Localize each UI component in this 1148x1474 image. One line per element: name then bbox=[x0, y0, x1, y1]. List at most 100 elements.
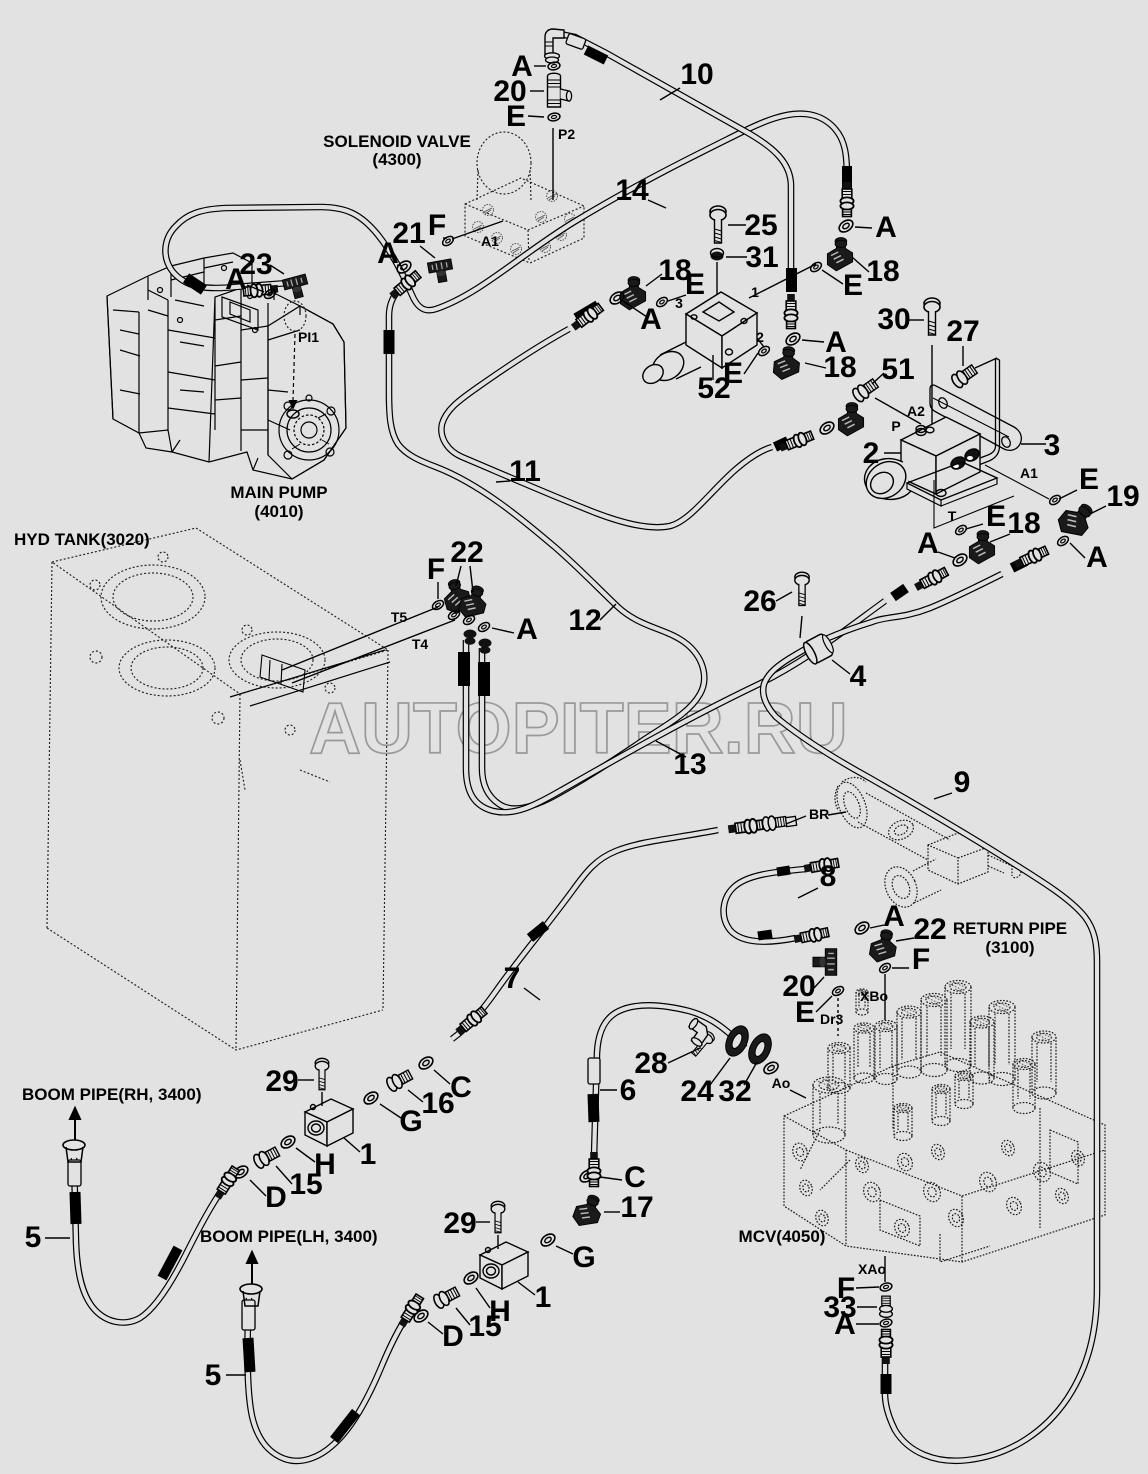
svg-text:18: 18 bbox=[823, 351, 856, 384]
svg-text:XAo: XAo bbox=[858, 1261, 886, 1277]
svg-text:52: 52 bbox=[697, 372, 730, 405]
svg-text:MCV(4050): MCV(4050) bbox=[739, 1227, 826, 1246]
svg-text:E: E bbox=[1079, 463, 1099, 496]
svg-text:5: 5 bbox=[25, 1221, 42, 1254]
svg-text:E: E bbox=[685, 268, 705, 301]
svg-text:E: E bbox=[986, 500, 1006, 533]
svg-text:20: 20 bbox=[493, 75, 526, 108]
svg-text:E: E bbox=[795, 996, 815, 1029]
svg-text:C: C bbox=[624, 1161, 646, 1194]
svg-text:11: 11 bbox=[509, 455, 541, 488]
svg-text:PI1: PI1 bbox=[298, 329, 319, 345]
svg-text:27: 27 bbox=[946, 315, 979, 348]
svg-text:2: 2 bbox=[863, 437, 880, 470]
svg-text:15: 15 bbox=[468, 1310, 501, 1343]
svg-text:1: 1 bbox=[360, 1138, 377, 1171]
svg-text:28: 28 bbox=[634, 1047, 667, 1080]
svg-text:A: A bbox=[225, 263, 247, 296]
svg-text:A2: A2 bbox=[907, 403, 925, 419]
svg-text:7: 7 bbox=[504, 962, 521, 995]
svg-text:A: A bbox=[640, 303, 662, 336]
svg-text:P2: P2 bbox=[558, 126, 575, 142]
svg-text:A: A bbox=[834, 1308, 856, 1341]
svg-text:T4: T4 bbox=[412, 636, 429, 652]
svg-text:(4010): (4010) bbox=[254, 502, 303, 521]
svg-text:A: A bbox=[516, 613, 538, 646]
svg-text:XBo: XBo bbox=[860, 988, 888, 1004]
svg-text:A: A bbox=[511, 50, 533, 83]
svg-text:BOOM PIPE(LH, 3400): BOOM PIPE(LH, 3400) bbox=[200, 1227, 378, 1246]
svg-text:16: 16 bbox=[421, 1087, 454, 1120]
svg-text:24: 24 bbox=[680, 1075, 714, 1108]
svg-text:2: 2 bbox=[756, 329, 764, 345]
svg-text:F: F bbox=[427, 553, 445, 586]
svg-text:3: 3 bbox=[1044, 429, 1061, 462]
svg-text:1: 1 bbox=[535, 1281, 552, 1314]
svg-text:E: E bbox=[843, 269, 863, 302]
svg-text:6: 6 bbox=[620, 1074, 637, 1107]
svg-text:P: P bbox=[891, 418, 900, 434]
svg-text:BR: BR bbox=[809, 806, 829, 822]
svg-text:19: 19 bbox=[1106, 480, 1139, 513]
svg-text:(3100): (3100) bbox=[985, 938, 1034, 957]
svg-text:A: A bbox=[875, 211, 897, 244]
svg-text:T5: T5 bbox=[391, 609, 408, 625]
svg-text:18: 18 bbox=[866, 255, 899, 288]
svg-text:30: 30 bbox=[877, 303, 910, 336]
svg-text:F: F bbox=[837, 1272, 855, 1305]
svg-text:18: 18 bbox=[1007, 507, 1040, 540]
svg-text:5: 5 bbox=[205, 1359, 222, 1392]
svg-text:20: 20 bbox=[782, 970, 815, 1003]
svg-text:H: H bbox=[489, 1295, 511, 1328]
svg-text:RETURN PIPE: RETURN PIPE bbox=[953, 919, 1067, 938]
svg-text:E: E bbox=[723, 357, 743, 390]
svg-text:E: E bbox=[506, 100, 526, 133]
svg-text:F: F bbox=[428, 209, 446, 242]
svg-text:3: 3 bbox=[675, 295, 683, 311]
svg-text:T: T bbox=[948, 508, 957, 524]
svg-text:A1: A1 bbox=[481, 233, 499, 249]
svg-text:25: 25 bbox=[744, 209, 777, 242]
svg-text:G: G bbox=[399, 1105, 422, 1138]
svg-text:BOOM PIPE(RH, 3400): BOOM PIPE(RH, 3400) bbox=[22, 1085, 202, 1104]
svg-text:29: 29 bbox=[265, 1065, 298, 1098]
svg-text:51: 51 bbox=[881, 353, 914, 386]
svg-text:AUTOPITER.RU: AUTOPITER.RU bbox=[309, 689, 848, 769]
svg-text:A: A bbox=[825, 326, 847, 359]
svg-text:H: H bbox=[314, 1148, 336, 1181]
svg-text:A1: A1 bbox=[1020, 465, 1038, 481]
svg-text:8: 8 bbox=[820, 860, 837, 893]
svg-text:31: 31 bbox=[745, 241, 778, 274]
svg-text:9: 9 bbox=[954, 766, 971, 799]
svg-text:14: 14 bbox=[615, 174, 649, 207]
svg-text:(4300): (4300) bbox=[372, 150, 421, 169]
svg-text:D: D bbox=[265, 1181, 287, 1214]
svg-text:21: 21 bbox=[392, 217, 425, 250]
svg-text:MAIN PUMP: MAIN PUMP bbox=[230, 483, 327, 502]
svg-text:Ao: Ao bbox=[772, 1075, 791, 1091]
svg-text:10: 10 bbox=[680, 58, 713, 91]
svg-text:A: A bbox=[883, 900, 905, 933]
svg-text:12: 12 bbox=[568, 604, 601, 637]
svg-text:29: 29 bbox=[443, 1207, 476, 1240]
svg-text:17: 17 bbox=[620, 1191, 653, 1224]
svg-text:HYD TANK(3020): HYD TANK(3020) bbox=[14, 530, 150, 549]
svg-text:18: 18 bbox=[658, 254, 691, 287]
svg-text:1: 1 bbox=[751, 284, 759, 300]
svg-text:26: 26 bbox=[743, 585, 776, 618]
svg-text:SOLENOID VALVE: SOLENOID VALVE bbox=[323, 132, 471, 151]
svg-text:A: A bbox=[1086, 541, 1108, 574]
svg-text:C: C bbox=[450, 1071, 472, 1104]
svg-text:F: F bbox=[912, 943, 930, 976]
svg-text:4: 4 bbox=[850, 660, 867, 693]
svg-text:D: D bbox=[442, 1320, 464, 1353]
svg-text:22: 22 bbox=[913, 913, 946, 946]
svg-text:33: 33 bbox=[823, 1291, 856, 1324]
svg-text:23: 23 bbox=[239, 248, 272, 281]
svg-text:Dr3: Dr3 bbox=[820, 1011, 844, 1027]
svg-text:G: G bbox=[572, 1241, 595, 1274]
svg-text:22: 22 bbox=[450, 536, 483, 569]
svg-text:15: 15 bbox=[289, 1168, 322, 1201]
svg-text:A: A bbox=[917, 527, 939, 560]
svg-text:A: A bbox=[377, 237, 399, 270]
